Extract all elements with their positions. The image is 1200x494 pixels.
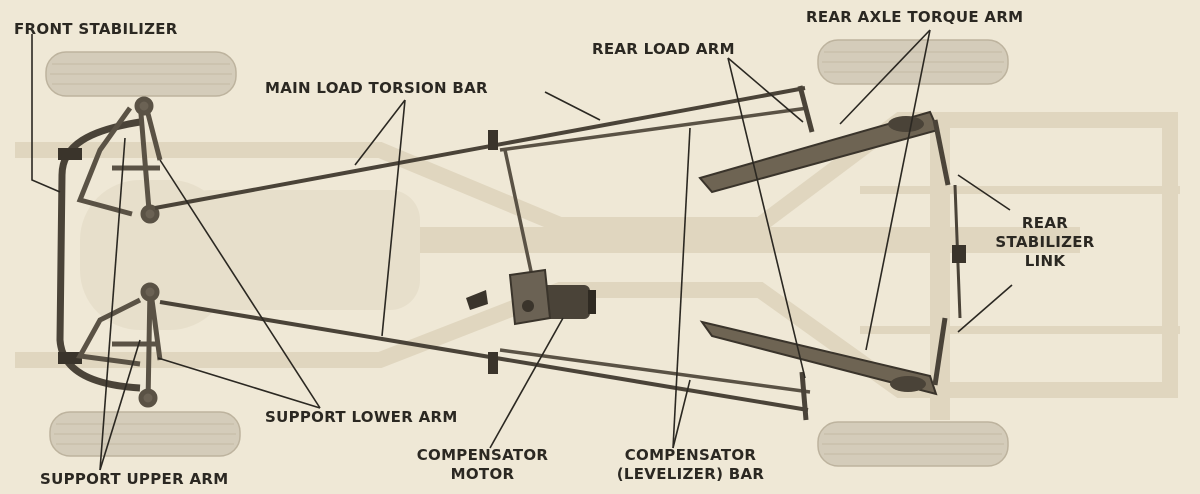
label-rear-stabilizer-link: REAR STABILIZER LINK: [990, 214, 1100, 271]
label-compensator-levelizer-bar-line1: COMPENSATOR: [624, 446, 757, 464]
label-compensator-levelizer-bar-line2: (LEVELIZER) BAR: [616, 465, 765, 483]
label-main-load-torsion-bar: MAIN LOAD TORSION BAR: [265, 79, 488, 97]
front-right-suspension: [76, 282, 163, 408]
rear-left-tire: [817, 39, 1009, 85]
front-left-tire: [45, 51, 237, 97]
label-rear-load-arm: REAR LOAD ARM: [592, 40, 735, 58]
label-compensator-motor-line2: MOTOR: [450, 465, 515, 483]
front-right-tire: [49, 411, 241, 457]
compensator-bars: [499, 106, 811, 394]
label-support-lower-arm: SUPPORT LOWER ARM: [265, 408, 458, 426]
leader-lines: [31, 29, 1013, 471]
label-compensator-motor: COMPENSATOR MOTOR: [400, 446, 565, 484]
label-rear-stabilizer-link-line2: STABILIZER: [995, 233, 1095, 251]
rear-stabilizer-links: [932, 119, 966, 386]
rear-load-arms: [797, 85, 815, 421]
front-stabilizer-bar: [56, 118, 141, 392]
label-support-upper-arm: SUPPORT UPPER ARM: [40, 470, 229, 488]
main-load-torsion-bars: [154, 86, 809, 412]
label-front-stabilizer: FRONT STABILIZER: [14, 20, 178, 38]
label-compensator-levelizer-bar: COMPENSATOR (LEVELIZER) BAR: [598, 446, 783, 484]
compensator-motor-icon: [466, 268, 596, 326]
label-rear-axle-torque-arm: REAR AXLE TORQUE ARM: [806, 8, 1024, 26]
label-rear-stabilizer-link-line1: REAR: [1021, 214, 1069, 232]
front-left-suspension: [76, 96, 163, 224]
label-rear-stabilizer-link-line3: LINK: [1024, 252, 1066, 270]
label-compensator-motor-line1: COMPENSATOR: [416, 446, 549, 464]
rear-right-tire: [817, 421, 1009, 467]
